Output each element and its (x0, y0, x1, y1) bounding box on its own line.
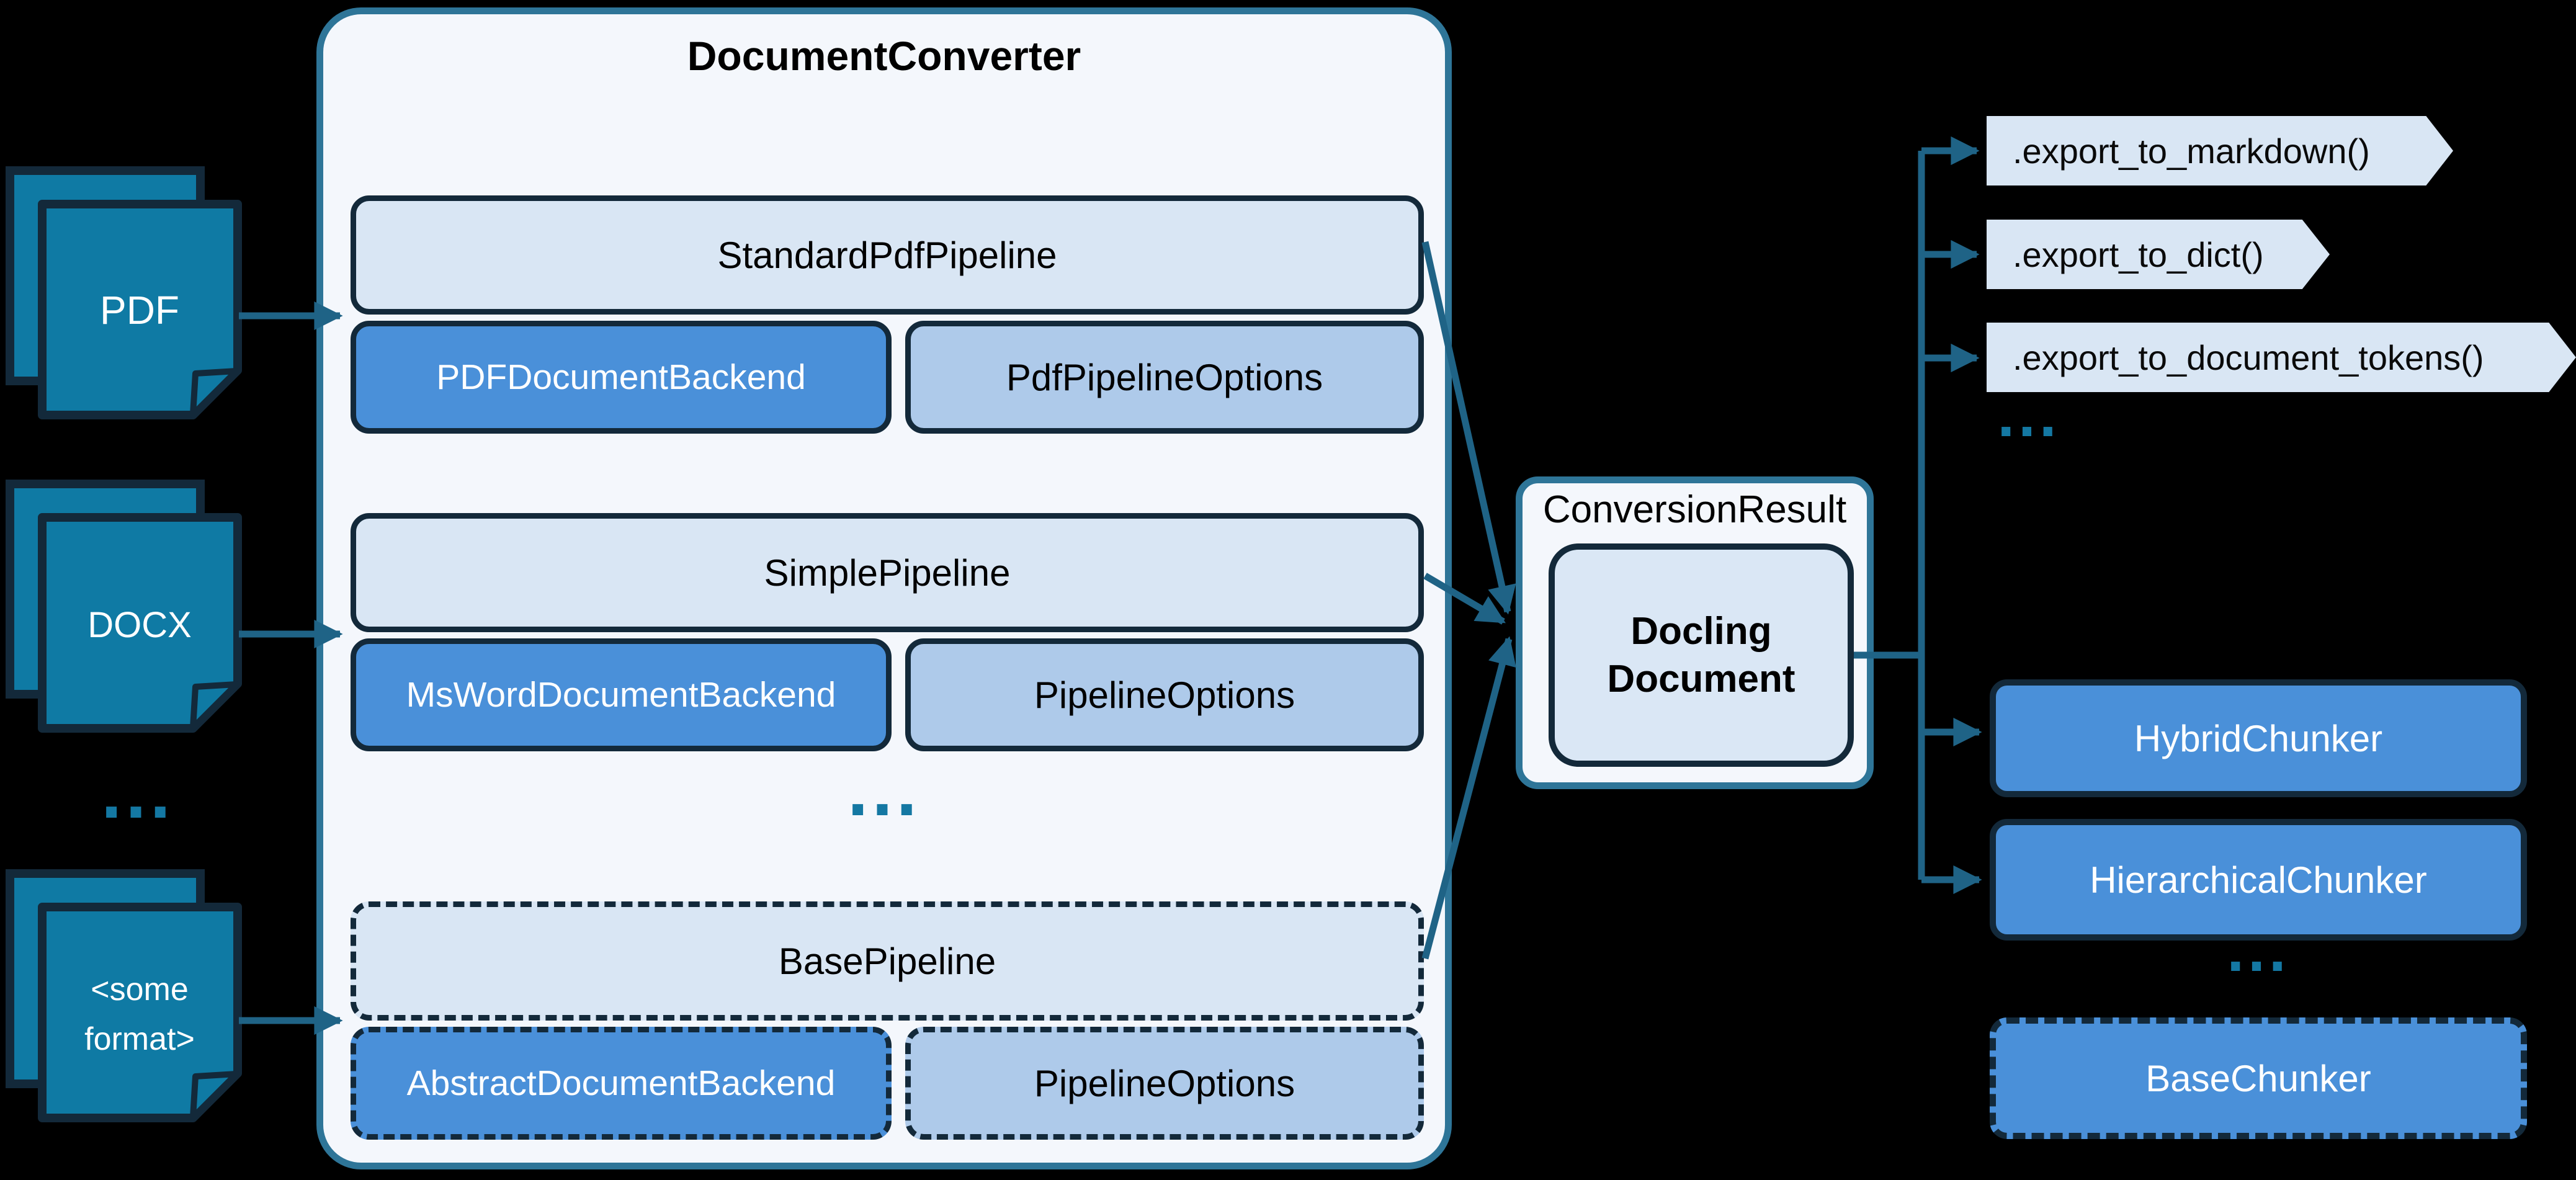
base-pipeline-box: BasePipeline (351, 901, 1424, 1021)
some-format-page-fold (190, 1071, 239, 1120)
abstract-pipeline-options-label: PipelineOptions (1034, 1062, 1295, 1104)
some-format-document-icon: <some format> (6, 869, 242, 1122)
hybrid-chunker-box: HybridChunker (1990, 679, 2527, 797)
docx-document-icon: DOCX (6, 480, 242, 733)
docx-page-fold (190, 681, 239, 731)
docling-document-line1: Docling (1630, 609, 1772, 653)
converter-ellipsis: ... (847, 748, 921, 831)
pdf-pipeline-options-box: PdfPipelineOptions (905, 321, 1424, 434)
document-converter-title: DocumentConverter (687, 33, 1081, 79)
base-pipeline-label: BasePipeline (778, 940, 996, 982)
inputs-ellipsis: ... (101, 751, 175, 834)
pipeline-options-box: PipelineOptions (905, 638, 1424, 751)
docx-label: DOCX (87, 605, 192, 645)
some-format-label-line1: <some (91, 972, 189, 1008)
pdf-pipeline-options-label: PdfPipelineOptions (1006, 356, 1323, 398)
export-to-document-tokens-label: .export_to_document_tokens() (2013, 337, 2484, 377)
export-to-dict-flag: .export_to_dict() (1987, 220, 2330, 289)
hierarchical-chunker-label: HierarchicalChunker (2090, 859, 2427, 901)
base-chunker-box: BaseChunker (1990, 1017, 2527, 1139)
export-to-markdown-flag: .export_to_markdown() (1987, 116, 2453, 185)
docling-document-box: Docling Document (1549, 543, 1854, 767)
abstract-document-backend-label: AbstractDocumentBackend (406, 1063, 836, 1103)
pdf-page-fold (190, 368, 239, 418)
abstract-pipeline-options-box: PipelineOptions (905, 1027, 1424, 1140)
chunkers-ellipsis: ... (2227, 915, 2290, 985)
base-chunker-label: BaseChunker (2145, 1057, 2371, 1099)
msword-document-backend-label: MsWordDocumentBackend (406, 675, 836, 715)
export-to-document-tokens-flag: .export_to_document_tokens() (1987, 323, 2576, 392)
pdf-document-icon: PDF (6, 166, 242, 419)
simple-pipeline-box: SimplePipeline (351, 513, 1424, 632)
standard-pdf-pipeline-box: StandardPdfPipeline (351, 195, 1424, 315)
export-to-dict-label: .export_to_dict() (2013, 235, 2264, 274)
export-to-markdown-label: .export_to_markdown() (2013, 131, 2370, 171)
simple-pipeline-label: SimplePipeline (764, 552, 1011, 594)
pipeline-options-label: PipelineOptions (1034, 674, 1295, 716)
pdf-document-backend-label: PDFDocumentBackend (436, 357, 806, 397)
hierarchical-chunker-box: HierarchicalChunker (1990, 819, 2527, 941)
some-format-label-line2: format> (84, 1021, 195, 1057)
hybrid-chunker-label: HybridChunker (2134, 717, 2383, 759)
standard-pdf-pipeline-label: StandardPdfPipeline (717, 234, 1057, 276)
exports-ellipsis: ... (1997, 380, 2060, 450)
pdf-document-backend-box: PDFDocumentBackend (351, 321, 892, 434)
conversion-result-label: ConversionResult (1542, 488, 1847, 531)
pdf-label: PDF (100, 288, 179, 333)
msword-document-backend-box: MsWordDocumentBackend (351, 638, 892, 751)
abstract-document-backend-box: AbstractDocumentBackend (351, 1027, 892, 1140)
docling-document-line2: Document (1607, 658, 1796, 700)
